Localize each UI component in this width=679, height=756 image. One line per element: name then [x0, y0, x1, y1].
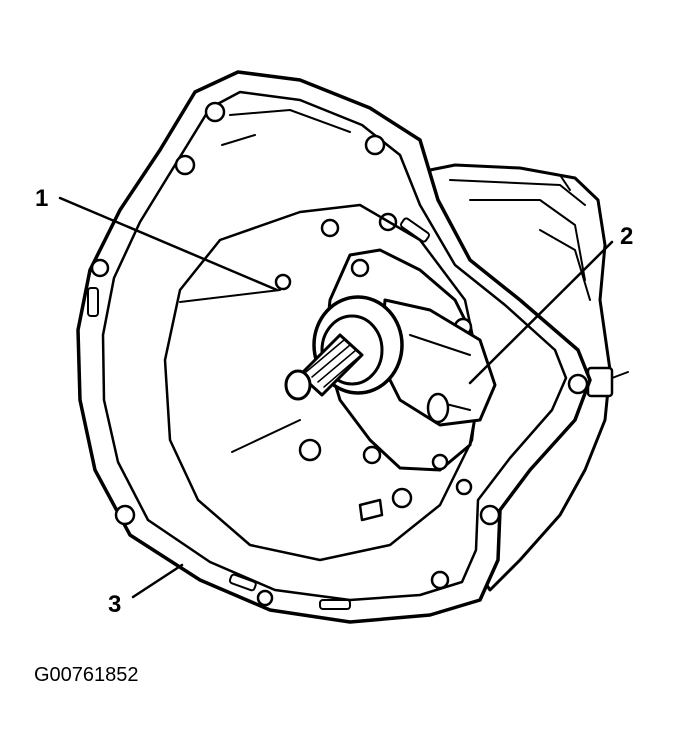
input-shaft-assembly: [284, 248, 497, 522]
leader-lines: [58, 196, 614, 599]
callout-1: 1: [35, 185, 48, 212]
bell-cavity: [163, 203, 482, 562]
callout-2: 2: [620, 223, 633, 250]
callout-3: 3: [108, 591, 121, 618]
figure-id: G00761852: [34, 664, 139, 686]
